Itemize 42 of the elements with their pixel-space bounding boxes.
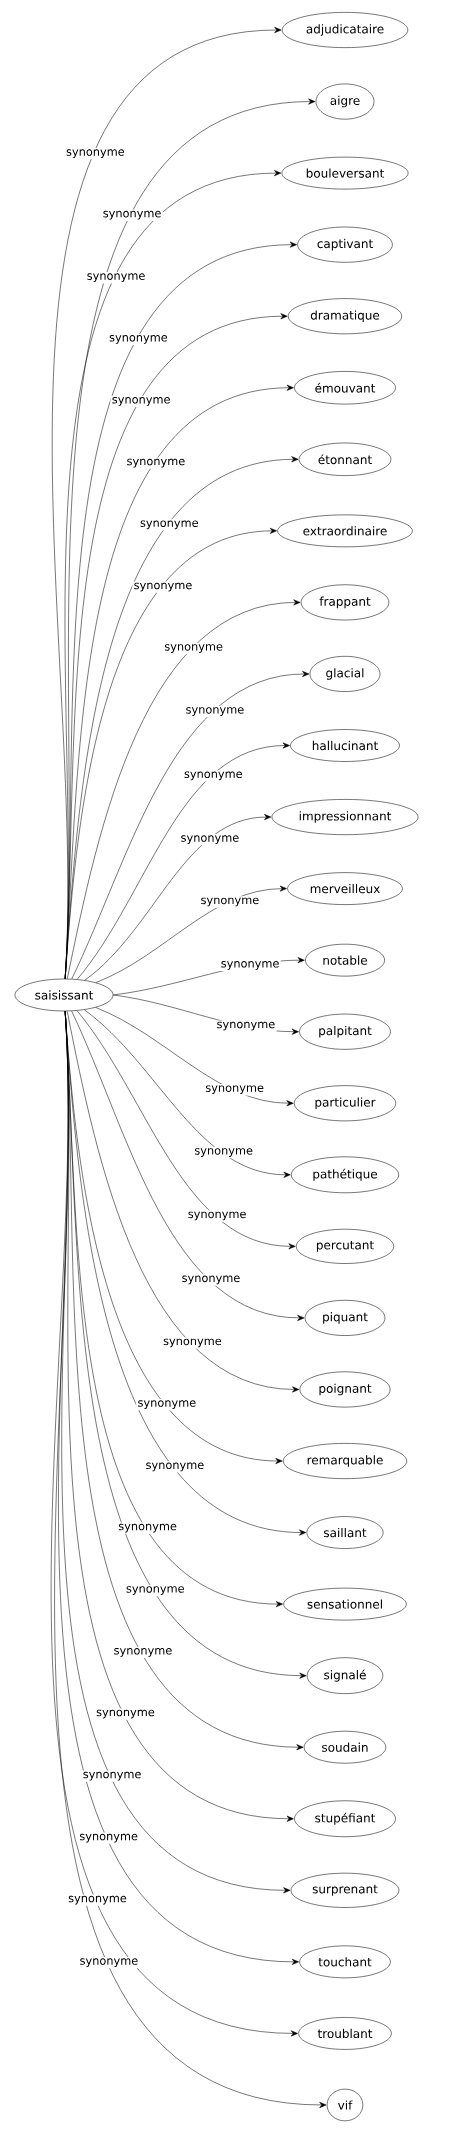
edge-label: synonyme [201, 897, 259, 907]
arrow [95, 885, 287, 983]
arrow [64, 527, 277, 979]
edge-label: synonyme [217, 1021, 275, 1031]
edge-label: synonyme [182, 1275, 240, 1285]
edge-label: synonyme [83, 1771, 141, 1781]
edge-label: synonyme [96, 1709, 155, 1719]
edge-label: synonyme [103, 210, 161, 220]
edge-label: synonyme [118, 1523, 177, 1533]
edge-label: synonyme [186, 707, 244, 716]
edge-label: synonyme [205, 1085, 264, 1095]
arrow [84, 1009, 291, 1178]
arrow [71, 670, 310, 980]
arrow [71, 1010, 305, 1321]
arrow [54, 1010, 327, 2108]
arrow [77, 742, 290, 980]
edge-label: synonyme [87, 273, 145, 283]
edge-label: synonyme [79, 1833, 138, 1843]
arrow [66, 1010, 300, 1393]
edge-label: synonyme [194, 1148, 253, 1157]
arrow [67, 599, 301, 980]
arrow [95, 1007, 294, 1107]
edge-label: synonyme [163, 1338, 222, 1348]
edge-label: synonyme [188, 1211, 246, 1221]
edge-label: synonyme [184, 771, 243, 781]
edge-label: synonyme [80, 1958, 138, 1968]
edge-label: synonyme [114, 1648, 172, 1657]
edge-label: synonyme [164, 644, 223, 653]
edge-label: synonyme [112, 397, 170, 406]
edge-label: synonyme [221, 961, 279, 970]
edge-label: synonyme [68, 1895, 127, 1905]
edge-label: synonyme [140, 520, 198, 530]
edge-label: synonyme [127, 458, 185, 468]
edge-label: synonyme [146, 1462, 204, 1472]
arrow [84, 814, 272, 981]
edge-label: synonyme [181, 835, 239, 845]
edge-label: synonyme [109, 335, 168, 344]
edge-label: synonyme [66, 149, 125, 158]
edge-label: synonyme [126, 1586, 184, 1595]
edge-label: synonyme [138, 1400, 196, 1409]
edge-label: synonyme [134, 582, 192, 592]
arrow [76, 1010, 296, 1250]
